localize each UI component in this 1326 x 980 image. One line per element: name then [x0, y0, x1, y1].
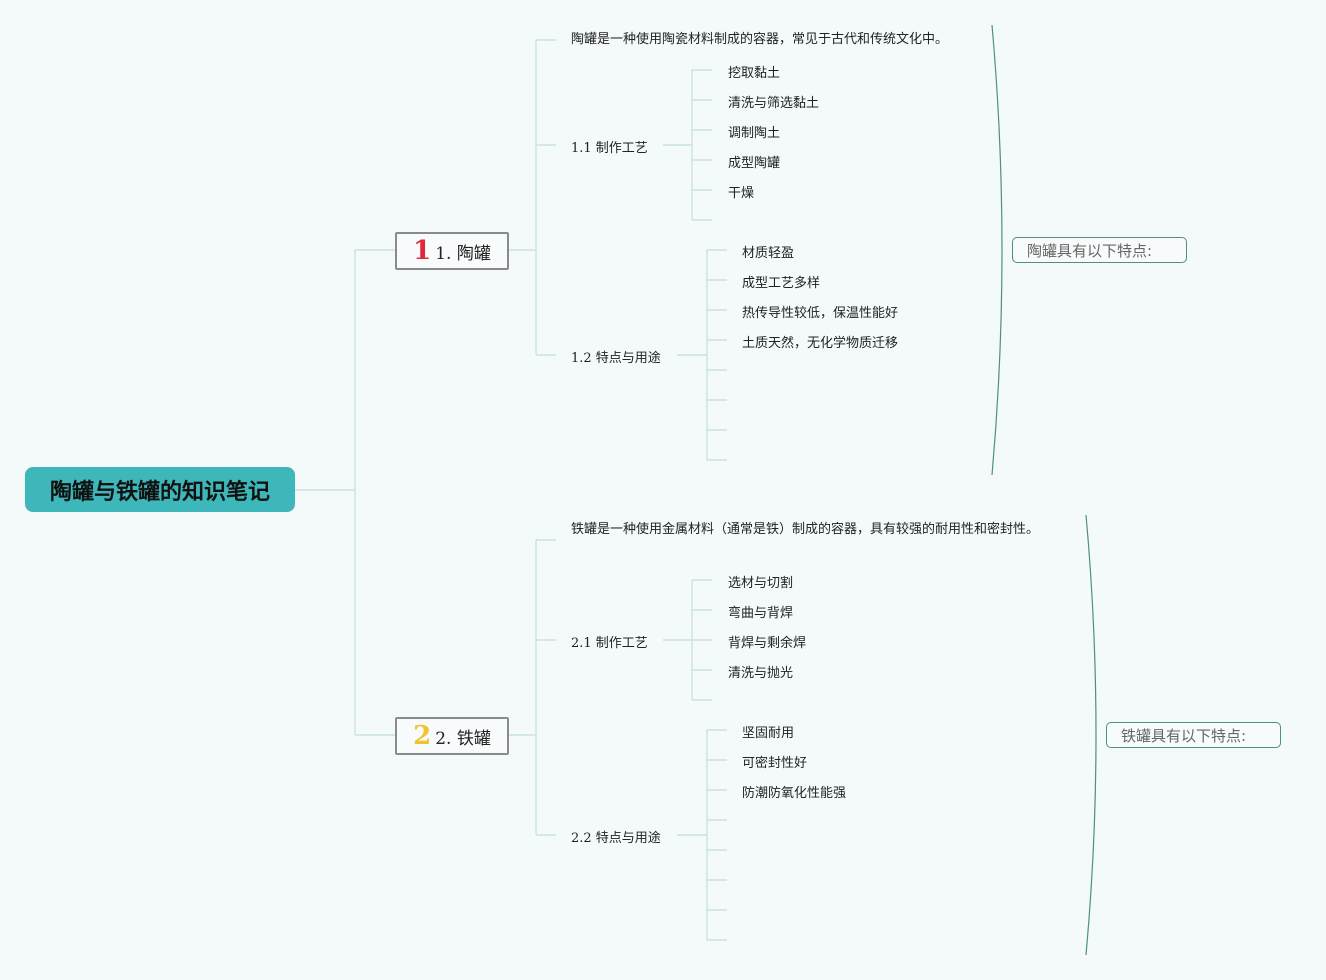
ceramic-features-topic[interactable]: 1.2 特点与用途 [571, 351, 661, 366]
iron-craft-topic[interactable]: 2.1 制作工艺 [571, 636, 648, 651]
ceramic-craft-item[interactable]: 干燥 [728, 186, 755, 201]
ceramic-craft-topic[interactable]: 1.1 制作工艺 [571, 141, 648, 156]
iron-craft-item[interactable]: 弯曲与背焊 [728, 606, 794, 621]
branch-label: 1. 陶罐 [435, 243, 491, 264]
iron-summary[interactable]: 铁罐具有以下特点: [1106, 722, 1281, 748]
ceramic-craft-item[interactable]: 挖取黏土 [728, 66, 781, 81]
ceramic-feature-item[interactable]: 成型工艺多样 [742, 276, 821, 291]
number-one-icon: 1 [413, 236, 432, 266]
ceramic-description[interactable]: 陶罐是一种使用陶瓷材料制成的容器，常见于古代和传统文化中。 [571, 32, 949, 47]
branch-ceramic-jar[interactable]: 1 1. 陶罐 [395, 232, 509, 270]
iron-features-topic[interactable]: 2.2 特点与用途 [571, 831, 661, 846]
ceramic-craft-item[interactable]: 清洗与筛选黏土 [728, 96, 820, 111]
ceramic-feature-item[interactable]: 热传导性较低，保温性能好 [742, 306, 899, 321]
ceramic-feature-item[interactable]: 材质轻盈 [742, 246, 795, 261]
iron-craft-item[interactable]: 背焊与剩余焊 [728, 636, 807, 651]
ceramic-summary[interactable]: 陶罐具有以下特点: [1012, 237, 1187, 263]
summary-braces [991, 24, 1097, 956]
number-two-icon: 2 [413, 721, 432, 751]
branch-iron-jar[interactable]: 2 2. 铁罐 [395, 717, 509, 755]
iron-craft-item[interactable]: 选材与切割 [728, 576, 794, 591]
iron-feature-item[interactable]: 坚固耐用 [742, 726, 795, 741]
ceramic-feature-item[interactable]: 土质天然，无化学物质迁移 [742, 336, 899, 351]
ceramic-craft-item[interactable]: 成型陶罐 [728, 156, 781, 171]
iron-feature-item[interactable]: 可密封性好 [742, 756, 808, 771]
iron-feature-item[interactable]: 防潮防氧化性能强 [742, 786, 847, 801]
iron-description[interactable]: 铁罐是一种使用金属材料（通常是铁）制成的容器，具有较强的耐用性和密封性。 [571, 522, 1040, 537]
ceramic-craft-item[interactable]: 调制陶土 [728, 126, 781, 141]
iron-craft-item[interactable]: 清洗与抛光 [728, 666, 794, 681]
branch-label: 2. 铁罐 [435, 728, 491, 749]
root-topic[interactable]: 陶罐与铁罐的知识笔记 [25, 467, 295, 512]
